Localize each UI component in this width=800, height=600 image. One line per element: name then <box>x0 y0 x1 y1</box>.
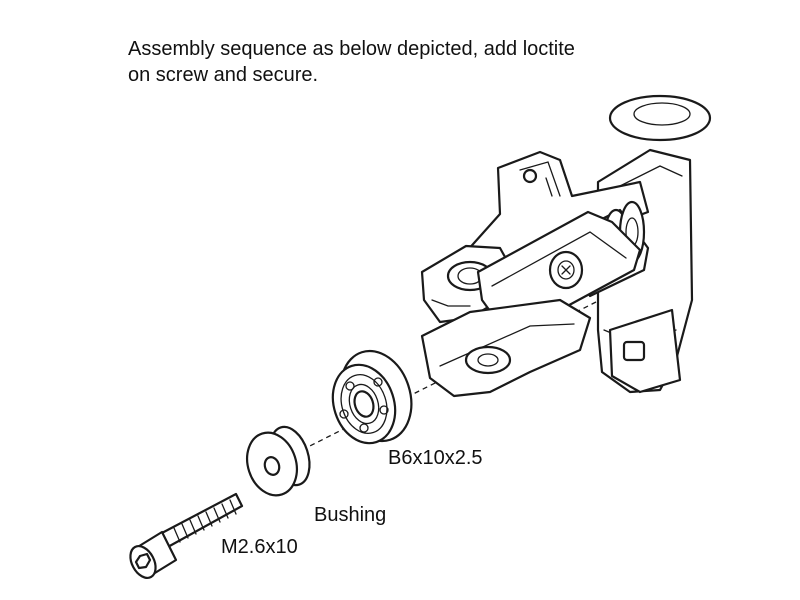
lower-arm-bore <box>464 345 512 375</box>
assembly-instruction: Assembly sequence as below depicted, add… <box>128 36 748 88</box>
instruction-line-2: on screw and secure. <box>128 64 319 86</box>
screw-label: M2.6x10 <box>221 536 298 558</box>
bearing-label: B6x10x2.5 <box>388 447 483 469</box>
bearing-bore <box>353 390 375 418</box>
screw-part <box>129 492 244 579</box>
bushing-label: Bushing <box>314 504 387 526</box>
screw-head-face <box>129 545 157 579</box>
upper-arm-hole <box>522 168 538 184</box>
instruction-line-1: Assembly sequence as below depicted, add… <box>128 38 575 60</box>
grip-lower-arm <box>420 298 592 398</box>
screw-threads <box>173 499 237 543</box>
bushing-bore <box>263 456 281 476</box>
blade-grip-assembly <box>420 94 712 398</box>
bracket-slot <box>622 340 646 362</box>
hex-socket-icon <box>134 552 152 570</box>
bearing-part <box>331 349 413 445</box>
bushing-part <box>246 425 311 497</box>
